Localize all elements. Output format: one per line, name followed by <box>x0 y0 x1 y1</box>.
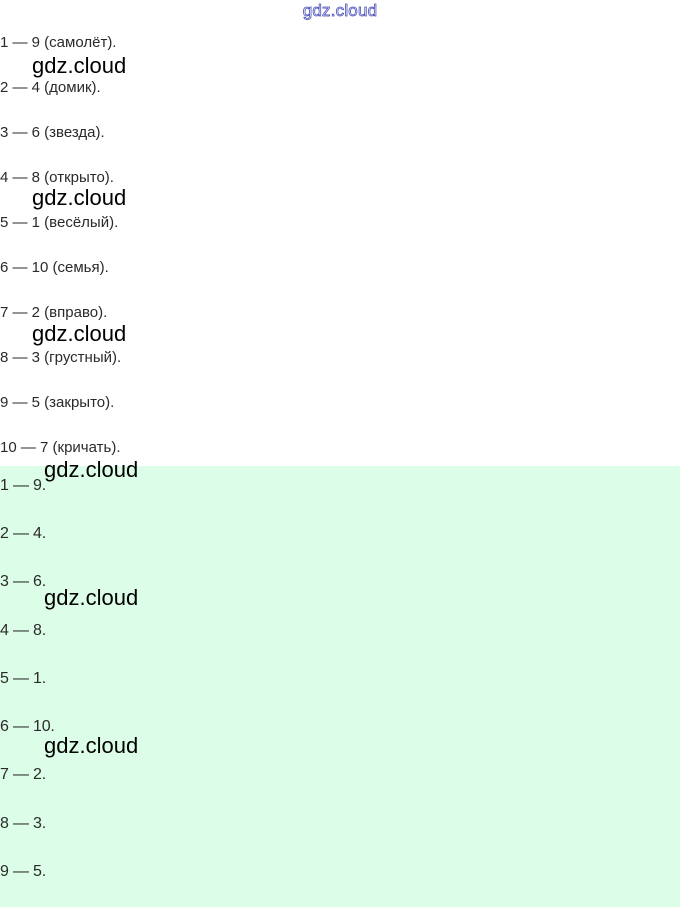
answer-line: 2 — 4 (домик). <box>0 79 101 96</box>
short-answer-line: 8 — 3. <box>0 815 46 832</box>
answer-line: 10 — 7 (кричать). <box>0 439 121 456</box>
watermark: gdz.cloud <box>32 53 127 78</box>
header-watermark: gdz.cloud <box>302 1 378 21</box>
answer-line: 3 — 6 (звезда). <box>0 124 105 141</box>
answer-line: 7 — 2 (вправо). <box>0 304 108 321</box>
watermark: gdz.cloud <box>32 321 127 346</box>
answers-with-words-section: 1 — 9 (самолёт). 2 — 4 (домик). 3 — 6 (з… <box>0 34 122 456</box>
short-answer-line: 6 — 10. <box>0 718 55 735</box>
short-answer-line: 5 — 1. <box>0 670 46 687</box>
answer-line: 5 — 1 (весёлый). <box>0 214 119 231</box>
watermark: gdz.cloud <box>44 585 139 610</box>
answer-line: 6 — 10 (семья). <box>0 259 109 276</box>
watermark: gdz.cloud <box>32 185 127 210</box>
short-answer-line: 1 — 9. <box>0 477 46 494</box>
answer-line: 4 — 8 (открыто). <box>0 169 114 186</box>
short-answer-line: 2 — 4. <box>0 525 46 542</box>
short-answer-line: 9 — 5. <box>0 863 46 880</box>
answer-line: 8 — 3 (грустный). <box>0 349 122 366</box>
watermark: gdz.cloud <box>44 733 139 758</box>
answer-line: 9 — 5 (закрыто). <box>0 394 115 411</box>
watermark: gdz.cloud <box>44 457 139 482</box>
short-answer-line: 7 — 2. <box>0 766 46 783</box>
short-answer-line: 3 — 6. <box>0 573 46 590</box>
answer-line: 1 — 9 (самолёт). <box>0 34 117 51</box>
short-answer-line: 4 — 8. <box>0 622 46 639</box>
short-answers-section: 1 — 9. 2 — 4. 3 — 6. 4 — 8. 5 — 1. 6 — 1… <box>0 466 680 907</box>
